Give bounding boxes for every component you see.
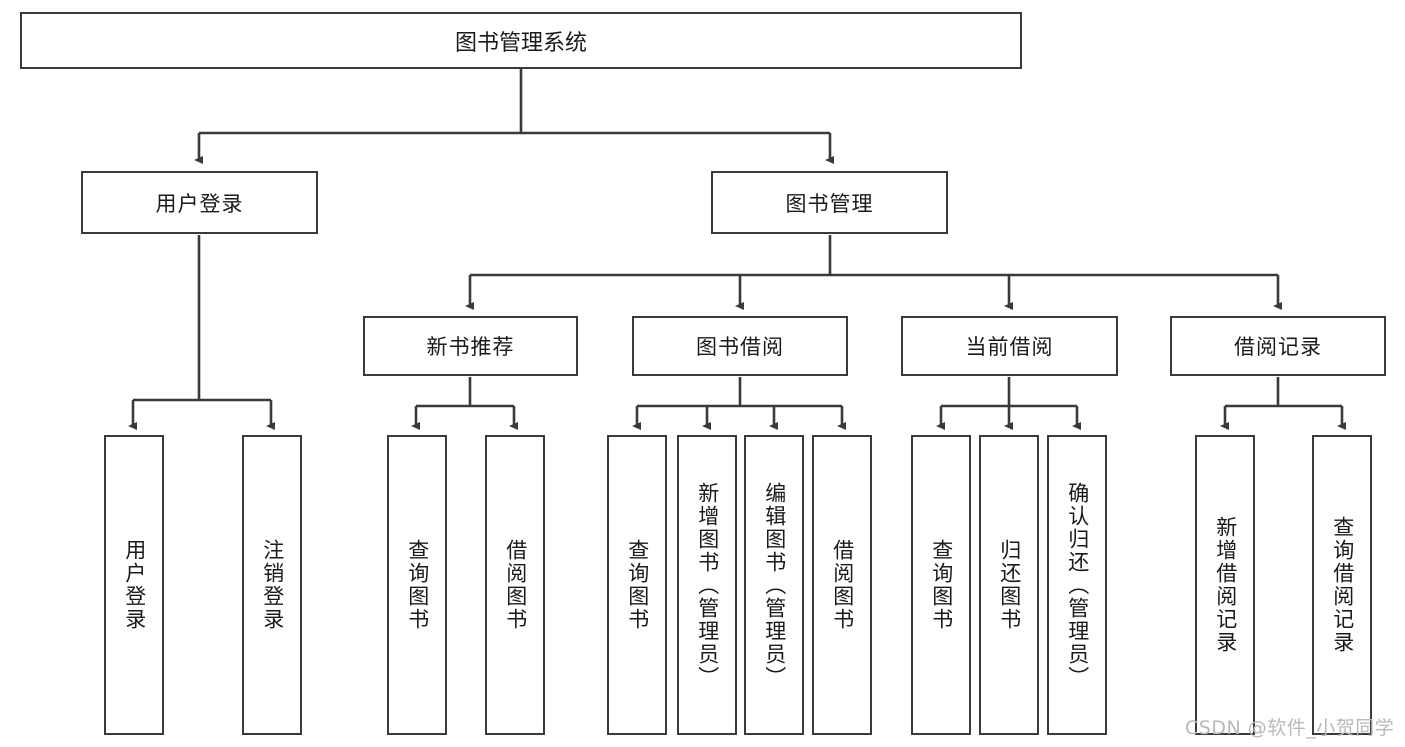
leaf-add-book-admin[interactable]: 新增图书（管理员）	[677, 435, 737, 735]
node-label: 新书推荐	[426, 335, 515, 359]
node-label: 编辑图书（管理员）	[762, 481, 787, 689]
leaf-query-book-recommend[interactable]: 查询图书	[387, 435, 447, 735]
node-label: 确认归还（管理员）	[1065, 481, 1090, 689]
node-label: 新增图书（管理员）	[695, 481, 720, 689]
node-borrow-record[interactable]: 借阅记录	[1170, 316, 1386, 376]
leaf-query-book-current[interactable]: 查询图书	[911, 435, 971, 735]
node-label: 用户登录	[155, 191, 244, 216]
node-label: 查询图书	[625, 539, 650, 631]
node-label: 图书管理系统	[454, 30, 587, 56]
node-label: 归还图书	[997, 539, 1022, 631]
node-label: 注销登录	[260, 539, 285, 631]
node-label: 查询借阅记录	[1330, 516, 1355, 654]
node-root-book-management-system[interactable]: 图书管理系统	[20, 12, 1022, 69]
node-book-management[interactable]: 图书管理	[711, 171, 948, 234]
node-label: 用户登录	[122, 539, 147, 631]
leaf-query-book-borrow[interactable]: 查询图书	[607, 435, 667, 735]
leaf-borrow-book[interactable]: 借阅图书	[812, 435, 872, 735]
node-label: 借阅记录	[1234, 335, 1322, 359]
leaf-edit-book-admin[interactable]: 编辑图书（管理员）	[744, 435, 804, 735]
node-label: 图书管理	[785, 191, 874, 216]
watermark-text: CSDN @软件_小贺同学	[1185, 717, 1395, 739]
leaf-logout[interactable]: 注销登录	[242, 435, 302, 735]
node-label: 查询图书	[929, 539, 954, 631]
node-label: 新增借阅记录	[1213, 516, 1238, 654]
node-label: 图书借阅	[696, 335, 784, 359]
node-new-book-recommend[interactable]: 新书推荐	[363, 316, 578, 376]
node-label: 借阅图书	[503, 539, 528, 631]
leaf-return-book[interactable]: 归还图书	[979, 435, 1039, 735]
node-label: 借阅图书	[830, 539, 855, 631]
node-current-borrow[interactable]: 当前借阅	[901, 316, 1118, 376]
node-book-borrow[interactable]: 图书借阅	[632, 316, 848, 376]
leaf-query-borrow-record[interactable]: 查询借阅记录	[1312, 435, 1372, 735]
node-label: 当前借阅	[965, 335, 1054, 359]
leaf-user-login[interactable]: 用户登录	[104, 435, 164, 735]
leaf-borrow-book-recommend[interactable]: 借阅图书	[485, 435, 545, 735]
leaf-confirm-return-admin[interactable]: 确认归还（管理员）	[1047, 435, 1107, 735]
node-label: 查询图书	[405, 539, 430, 631]
leaf-add-borrow-record[interactable]: 新增借阅记录	[1195, 435, 1255, 735]
node-user-login[interactable]: 用户登录	[81, 171, 318, 234]
